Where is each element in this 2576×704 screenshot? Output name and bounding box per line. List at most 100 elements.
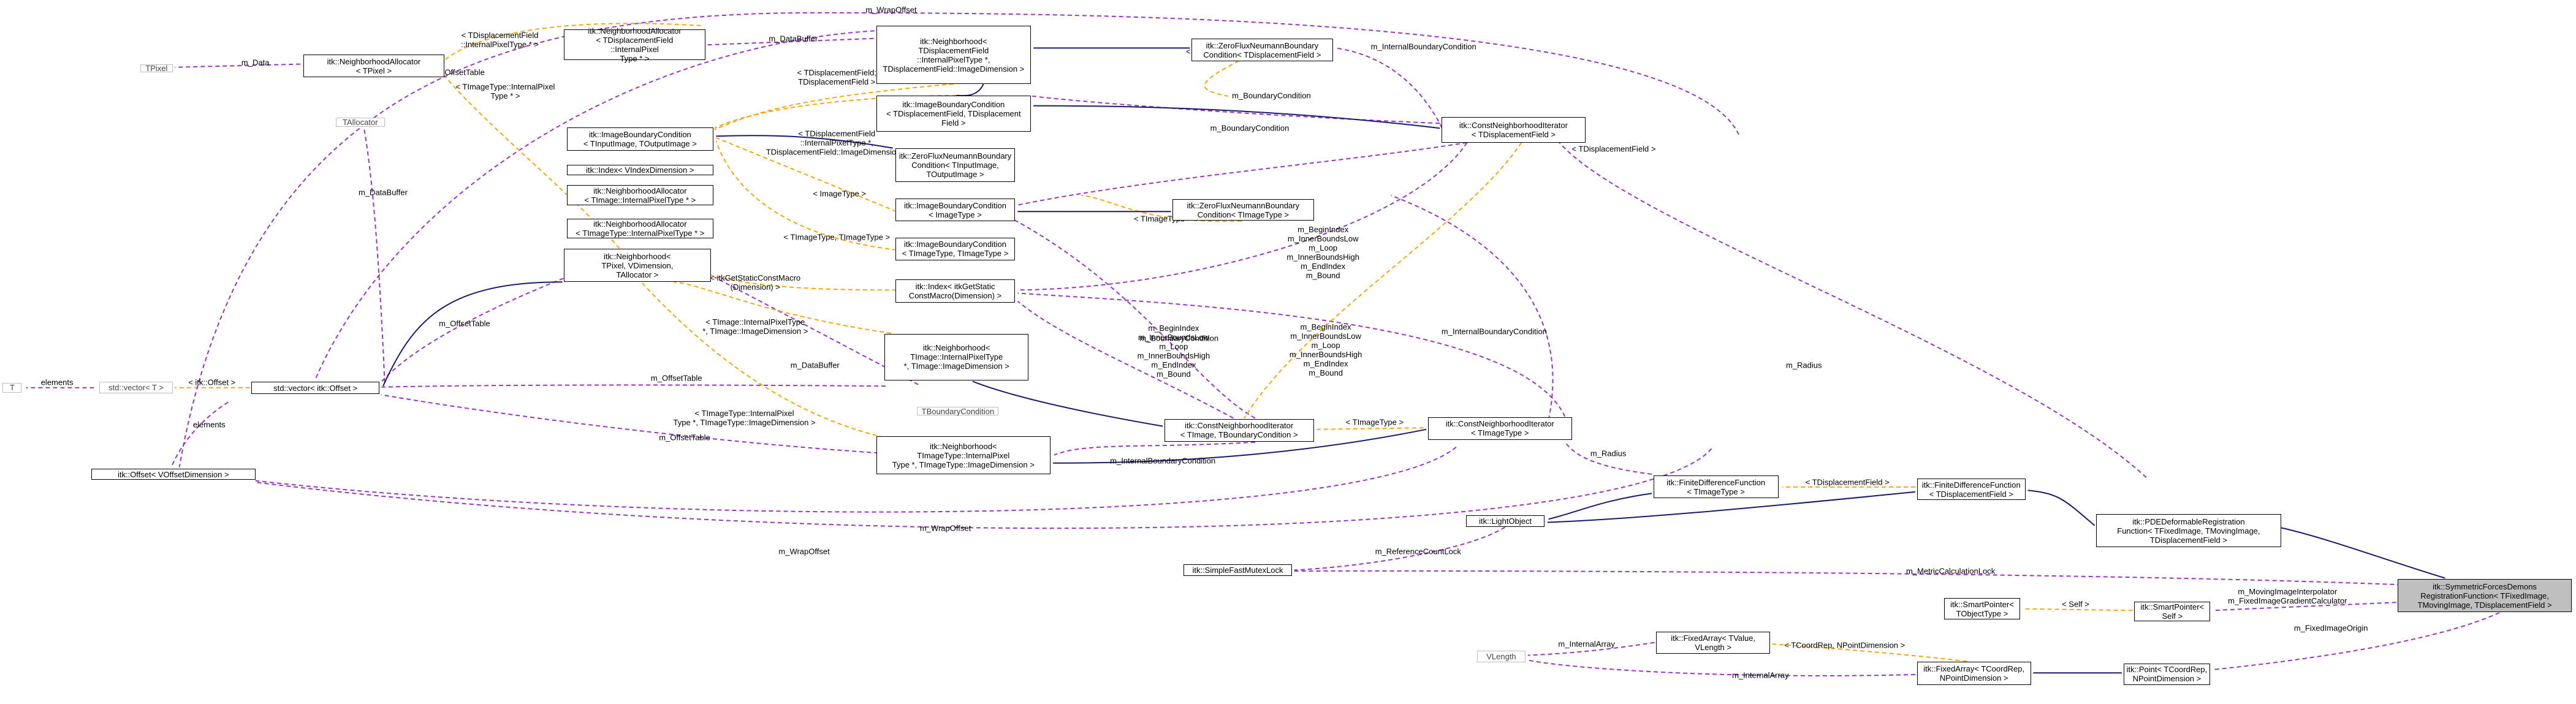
class-node-offset[interactable]: itk::Offset< VOffsetDimension > xyxy=(91,468,256,480)
edge-label: m_OffsetTable xyxy=(439,319,490,328)
edge-label: m_WrapOffset xyxy=(919,523,971,533)
edge-label: < TDisplacementField ::InternalPixelType… xyxy=(461,31,539,50)
class-node-cni_timg[interactable]: itk::ConstNeighborhoodIterator < TImageT… xyxy=(1427,417,1572,441)
class-node-pde[interactable]: itk::PDEDeformableRegistration Function<… xyxy=(2096,514,2281,548)
class-node-zfn_tdf[interactable]: itk::ZeroFluxNeumannBoundary Condition< … xyxy=(1191,39,1333,61)
class-node-neighgen[interactable]: itk::Neighborhood< TPixel, VDimension, T… xyxy=(564,248,711,282)
class-node-fixedarrgen[interactable]: itk::FixedArray< TValue, VLength > xyxy=(1656,632,1771,654)
edge-label: < TDisplacementField; TDisplacementField… xyxy=(797,67,876,86)
class-node-pointc[interactable]: itk::Point< TCoordRep, NPointDimension > xyxy=(2123,664,2211,685)
edge-label: m_MovingImageInterpolator m_FixedImageGr… xyxy=(2228,586,2347,605)
edge-e57 xyxy=(972,380,1163,427)
class-node-fdfgen[interactable]: itk::FiniteDifferenceFunction < TImageTy… xyxy=(1653,475,1779,499)
edge-e41 xyxy=(1547,491,1916,523)
edge-e24 xyxy=(1204,60,1239,97)
edge-e58 xyxy=(1053,428,1427,464)
class-node-smartptrgen[interactable]: itk::SmartPointer< TObjectType > xyxy=(1943,597,2021,620)
edge-e15 xyxy=(445,23,701,60)
class-node-lightobject[interactable]: itk::LightObject xyxy=(1465,515,1545,527)
edge-e4 xyxy=(175,63,301,68)
class-node-neightimgtype[interactable]: itk::Neighborhood< TImageType::InternalP… xyxy=(876,436,1051,474)
class-node-ibc_image[interactable]: itk::ImageBoundaryCondition < ImageType … xyxy=(895,199,1016,221)
edge-e33 xyxy=(1017,292,1566,417)
edge-e29 xyxy=(1391,195,1554,420)
edge-e3 xyxy=(170,401,229,467)
edge-label: m_WrapOffset xyxy=(865,5,917,15)
edge-e60 xyxy=(382,281,563,387)
edge-e54 xyxy=(1033,105,1440,129)
edge-label: elements xyxy=(40,377,74,387)
class-node-nalloctdf[interactable]: itk::NeighborhoodAllocator < TDisplaceme… xyxy=(564,26,705,63)
edge-label: m_DataBuffer xyxy=(790,360,840,370)
edge-e47 xyxy=(2212,602,2396,611)
edge-e19 xyxy=(716,137,897,213)
edge-e10 xyxy=(714,276,919,385)
class-node-symforces[interactable]: itk::SymmetricForcesDemons RegistrationF… xyxy=(2398,579,2572,613)
edge-label: < TImageType::InternalPixel Type * > xyxy=(455,82,555,101)
edge-e9 xyxy=(381,384,886,388)
class-node-stdvect: std::vector< T > xyxy=(99,382,173,394)
class-node-stdvecoff[interactable]: std::vector< itk::Offset > xyxy=(251,382,379,395)
edge-label: m_DataBuffer xyxy=(769,34,818,44)
edge-label: m_OffsetTable xyxy=(433,67,485,77)
edge-e34 xyxy=(1017,300,1234,419)
class-node-zfn_timg[interactable]: itk::ZeroFluxNeumannBoundary Condition< … xyxy=(1172,199,1314,221)
edge-e40 xyxy=(1548,493,1652,520)
edge-e32 xyxy=(1017,142,1468,291)
class-node-neightimage[interactable]: itk::Neighborhood< TImage::InternalPixel… xyxy=(884,333,1029,380)
edge-e38 xyxy=(1564,441,1652,475)
edge-e59 xyxy=(716,135,893,149)
class-node-nalloctimgb[interactable]: itk::NeighborhoodAllocator < TImageType:… xyxy=(566,218,713,238)
class-node-mutex[interactable]: itk::SimpleFastMutexLock xyxy=(1183,564,1293,576)
class-node-tboundary: TBoundaryCondition xyxy=(917,407,999,416)
class-node-cni_gen[interactable]: itk::ConstNeighborhoodIterator < TImage,… xyxy=(1164,418,1314,442)
edge-e37 xyxy=(1559,142,2147,478)
edge-label: < ImageType > xyxy=(813,189,867,199)
edge-e36 xyxy=(1244,142,1522,419)
class-node-ibc_timg[interactable]: itk::ImageBoundaryCondition < TImageType… xyxy=(895,237,1016,260)
class-node-ibcgen[interactable]: itk::ImageBoundaryCondition < TInputImag… xyxy=(566,127,713,151)
edge-e13 xyxy=(255,446,1457,513)
edge-e17 xyxy=(714,94,957,129)
edge-e25 xyxy=(1081,195,1242,222)
edge-e45 xyxy=(1294,570,2402,586)
class-node-indexstatic[interactable]: itk::Index< itkGetStatic ConstMacro(Dime… xyxy=(895,279,1016,303)
edge-e7 xyxy=(379,274,571,384)
edge-e6 xyxy=(707,37,874,46)
edge-label: m_BeginIndex m_InnerBoundsLow m_Loop m_I… xyxy=(1137,323,1210,379)
edge-label: m_DataBuffer xyxy=(359,187,408,197)
edge-e22 xyxy=(674,281,892,334)
class-node-smartptrself[interactable]: itk::SmartPointer< Self > xyxy=(2134,601,2211,622)
edge-label: < itk::Offset > xyxy=(188,377,236,387)
edge-label: m_InternalBoundaryCondition xyxy=(1370,42,1476,51)
class-node-nalloctpixel[interactable]: itk::NeighborhoodAllocator < TPixel > xyxy=(303,55,445,78)
edge-label: m_Radius xyxy=(1785,360,1822,370)
edge-e46 xyxy=(2022,608,2133,611)
class-node-indexv[interactable]: itk::Index< VIndexDimension > xyxy=(566,164,713,176)
class-node-zfngen[interactable]: itk::ZeroFluxNeumannBoundary Condition< … xyxy=(895,148,1016,182)
class-node-fixedarrc[interactable]: itk::FixedArray< TCoordRep, NPointDimens… xyxy=(1917,662,2031,685)
class-node-neightdf[interactable]: itk::Neighborhood< TDisplacementField ::… xyxy=(876,26,1031,85)
class-node-ibc_tdf[interactable]: itk::ImageBoundaryCondition < TDisplacem… xyxy=(876,95,1031,132)
edge-label: m_ReferenceCountLock xyxy=(1375,547,1461,556)
class-node-fdf_tdf[interactable]: itk::FiniteDifferenceFunction < TDisplac… xyxy=(1917,478,2026,501)
edge-e23 xyxy=(640,281,892,440)
edge-e26 xyxy=(1335,47,1446,135)
edge-e30 xyxy=(1010,217,1256,419)
edge-label: m_InternalArray xyxy=(1558,639,1615,649)
edge-label: < TDisplacementField ::InternalPixelType… xyxy=(766,129,908,157)
edge-label: < TImageType > xyxy=(1345,417,1404,427)
edge-e28 xyxy=(1017,142,1467,206)
edge-label: m_FixedImageOrigin xyxy=(2293,623,2368,633)
edge-label: < itkGetStaticConstMacro (Dimension) > xyxy=(710,273,801,292)
edge-e35 xyxy=(1316,427,1424,430)
edge-label: m_WrapOffset xyxy=(778,547,830,556)
edge-e12 xyxy=(178,12,1739,467)
edge-e52 xyxy=(1527,659,1916,676)
edge-label: m_BeginIndex m_InnerBoundsLow m_Loop m_I… xyxy=(1289,322,1362,378)
edge-e53 xyxy=(956,83,984,97)
edge-e48 xyxy=(2212,611,2500,670)
class-node-cni_tdf[interactable]: itk::ConstNeighborhoodIterator < TDispla… xyxy=(1441,116,1586,143)
class-node-nalloctimga[interactable]: itk::NeighborhoodAllocator < TImage::Int… xyxy=(566,185,713,205)
edge-label: m_MetricCalculationLock xyxy=(1905,566,1996,576)
